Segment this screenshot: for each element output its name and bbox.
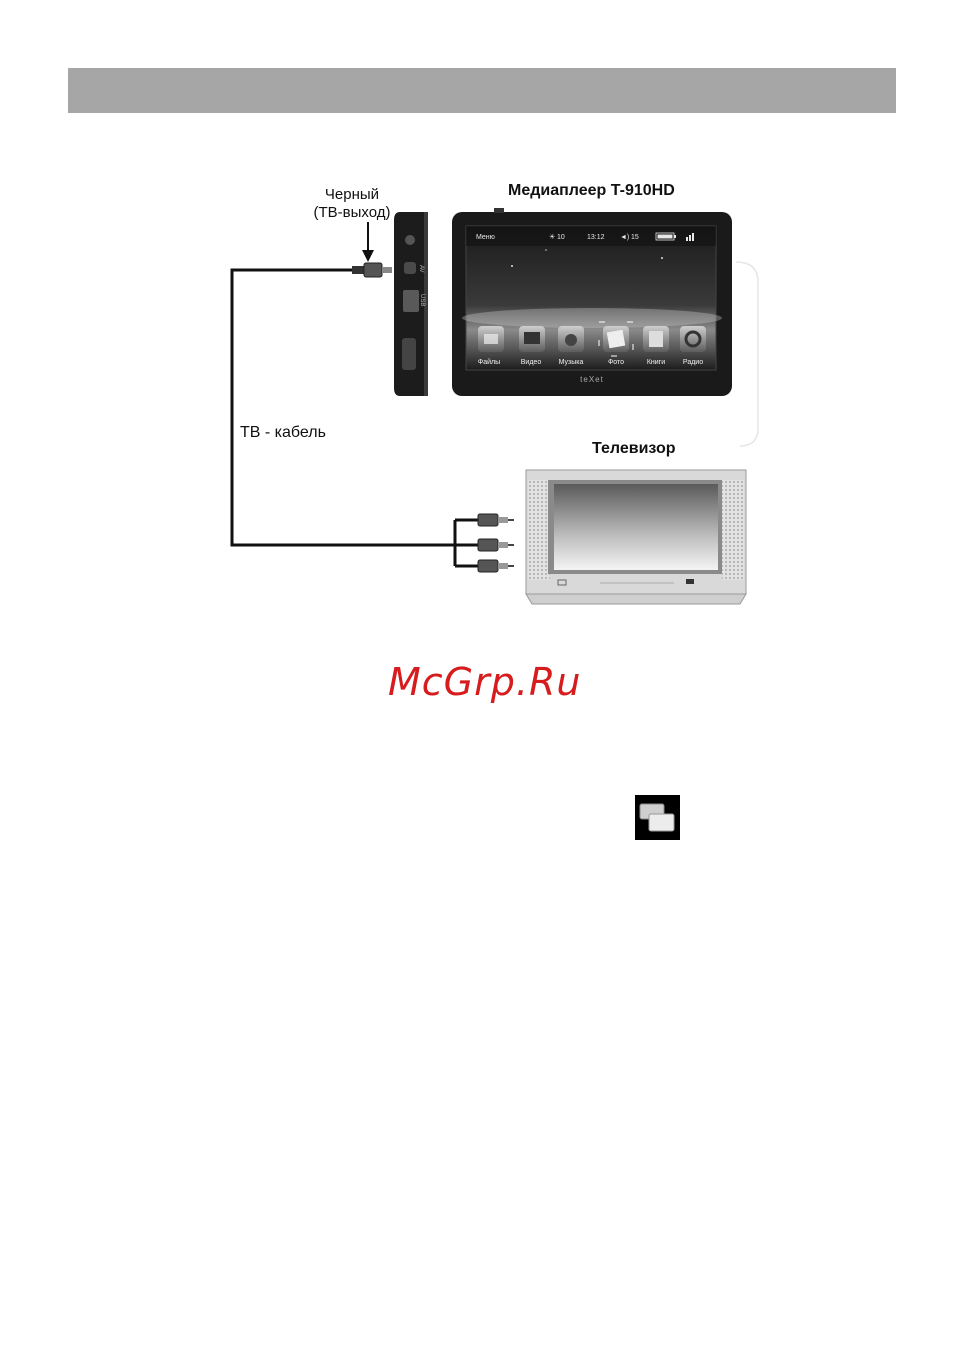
side-port-label-usb: USB: [419, 294, 425, 306]
pointer-arrow-head: [362, 250, 374, 262]
connection-diagram: AV USB Ме: [0, 0, 965, 640]
rca-plug-icon: [478, 539, 514, 551]
player-title: Медиаплеер T-910HD: [508, 182, 675, 200]
black-label-line1: Черный: [300, 186, 404, 204]
brightness-icon: ☀: [549, 233, 555, 241]
menu-icon-radio[interactable]: [680, 326, 706, 352]
side-port-label-av: AV: [418, 265, 424, 273]
tv-out-icon: [635, 795, 680, 840]
volume-value: 15: [631, 234, 639, 241]
menu-label-photo: Фото: [608, 359, 624, 366]
watermark: McGrp.Ru: [388, 660, 581, 704]
black-tv-out-label: Черный (ТВ-выход): [300, 186, 404, 222]
av-plug-icon: [352, 263, 392, 277]
menu-label-video: Видео: [521, 359, 542, 366]
slider-icon: [402, 338, 416, 370]
usb-port-icon: [403, 290, 419, 312]
cable-label: ТВ - кабель: [240, 424, 326, 442]
tv-title: Телевизор: [592, 440, 676, 458]
menu-label: Меню: [476, 234, 495, 241]
av-port-icon: [404, 262, 416, 274]
speaker-grille-left: [528, 480, 550, 580]
brand-logo: teXet: [580, 375, 604, 384]
menu-icon-video[interactable]: [519, 326, 545, 352]
speaker-grille-right: [722, 480, 744, 580]
clock: 13:12: [587, 234, 605, 241]
menu-icon-files[interactable]: [478, 326, 504, 352]
menu-label-files: Файлы: [478, 358, 500, 366]
black-label-line2: (ТВ-выход): [300, 204, 404, 222]
decorative-bracket: [736, 262, 758, 446]
menu-label-books: Книги: [647, 359, 665, 366]
rca-plug-icon: [478, 514, 514, 526]
menu-label-radio: Радио: [683, 359, 703, 366]
tv-sensor-icon: [686, 579, 694, 584]
volume-icon: ◄): [620, 234, 629, 241]
power-button-icon: [405, 235, 415, 245]
menu-icon-music[interactable]: [558, 326, 584, 352]
menu-icon-books[interactable]: [643, 326, 669, 352]
television: [526, 470, 746, 604]
tv-cable: [232, 270, 478, 566]
radio-icon: [680, 326, 706, 352]
menu-label-music: Музыка: [559, 359, 584, 366]
brightness-value: 10: [557, 234, 565, 241]
rca-plug-icon: [478, 560, 514, 572]
